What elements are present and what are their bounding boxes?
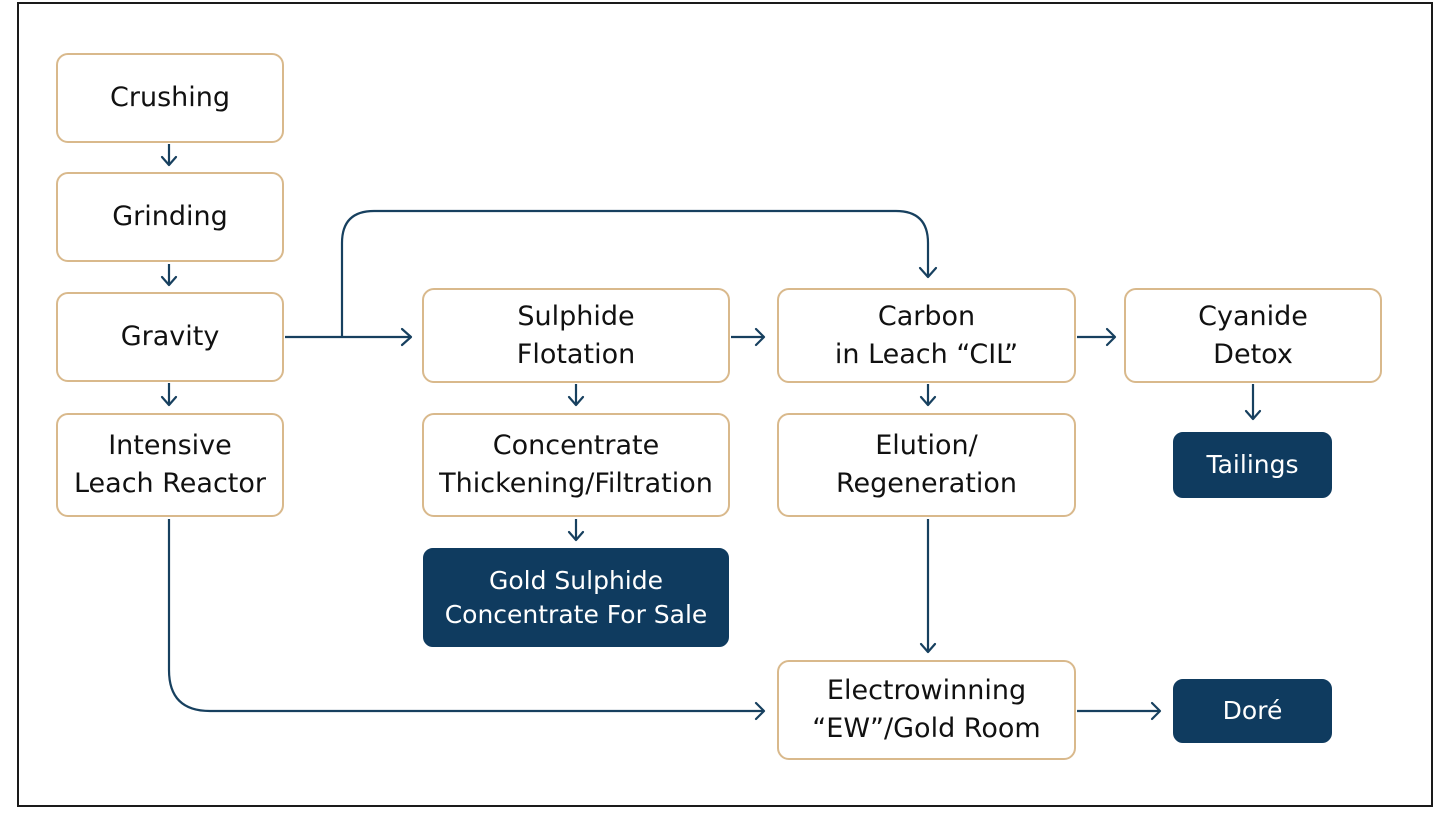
arrow-flotation-to-cil [731,327,766,347]
arrow-cil-to-elution [919,384,937,407]
node-intensive-leach-reactor: Intensive Leach Reactor [56,413,284,517]
node-crushing: Crushing [56,53,284,143]
arrow-intensive-leach-to-electrowinning [167,519,766,721]
arrow-gravity-to-cil [340,209,938,337]
arrow-cil-to-detox [1077,327,1117,347]
node-cyanide-detox: Cyanide Detox [1124,288,1382,383]
diagram-frame [17,2,1433,807]
arrow-crushing-to-grinding [160,144,178,167]
node-concentrate-thickening: Concentrate Thickening/Filtration [422,413,730,517]
arrow-gravity-to-intensive-leach [160,383,178,407]
node-gravity: Gravity [56,292,284,382]
node-elution-regeneration: Elution/ Regeneration [777,413,1076,517]
node-tailings: Tailings [1173,432,1332,498]
node-electrowinning: Electrowinning “EW”/Gold Room [777,660,1076,760]
arrow-elution-to-electrowinning [919,519,937,654]
node-gold-sulphide-concentrate: Gold Sulphide Concentrate For Sale [423,548,729,647]
node-sulphide-flotation: Sulphide Flotation [422,288,730,383]
arrow-electrowinning-to-dore [1077,701,1162,721]
node-carbon-in-leach: Carbon in Leach “CIL” [777,288,1076,383]
arrow-detox-to-tailings [1244,384,1262,421]
arrow-flotation-to-thickening [567,384,585,407]
arrow-gravity-to-sulphide-flotation [285,327,413,347]
arrow-thickening-to-concentrate-sale [567,519,585,542]
node-grinding: Grinding [56,172,284,262]
node-dore: Doré [1173,679,1332,743]
arrow-grinding-to-gravity [160,264,178,287]
